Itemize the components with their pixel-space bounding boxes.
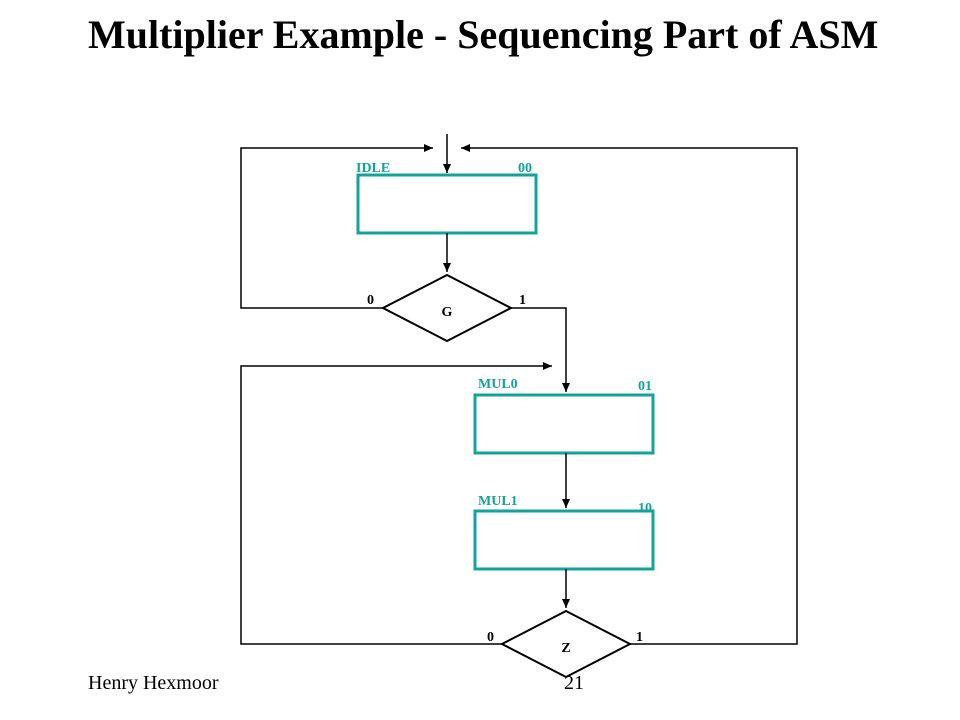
decision-g-false-label: 0 [367, 293, 374, 308]
state-box-mul1: MUL1 10 [473, 494, 655, 571]
slide-title: Multiplier Example - Sequencing Part of … [88, 12, 879, 57]
footer-author: Henry Hexmoor [88, 672, 219, 694]
state-box-mul0: MUL0 01 [473, 377, 655, 455]
decision-z-true-label: 1 [636, 630, 643, 645]
decision-g-diamond [380, 273, 514, 343]
state-box-idle: IDLE 00 [356, 161, 538, 235]
page-number: 21 [564, 672, 584, 694]
decision-g-true-label: 1 [519, 293, 526, 308]
state-code-mul1: 10 [638, 501, 652, 516]
state-code-idle: 00 [518, 161, 532, 176]
decision-g-condition: G [442, 305, 453, 320]
z-true-to-idle-arrow [461, 144, 798, 645]
g-true-to-mul0-arrow [511, 307, 570, 392]
decision-z-diamond [499, 609, 633, 679]
z-false-loop-arrow [240, 362, 552, 645]
decision-z: Z 0 1 [487, 609, 643, 679]
state-code-mul0: 01 [638, 379, 652, 394]
state-box-idle-rect [356, 173, 538, 235]
state-name-idle: IDLE [356, 161, 390, 176]
decision-g: G 0 1 [367, 273, 526, 343]
decision-z-false-label: 0 [487, 630, 494, 645]
state-name-mul0: MUL0 [478, 377, 518, 392]
g-false-loop-arrow [240, 144, 433, 309]
state-name-mul1: MUL1 [478, 494, 518, 509]
state-box-mul0-rect [473, 393, 655, 455]
decision-z-condition: Z [561, 641, 570, 656]
state-box-mul1-rect [473, 509, 655, 571]
